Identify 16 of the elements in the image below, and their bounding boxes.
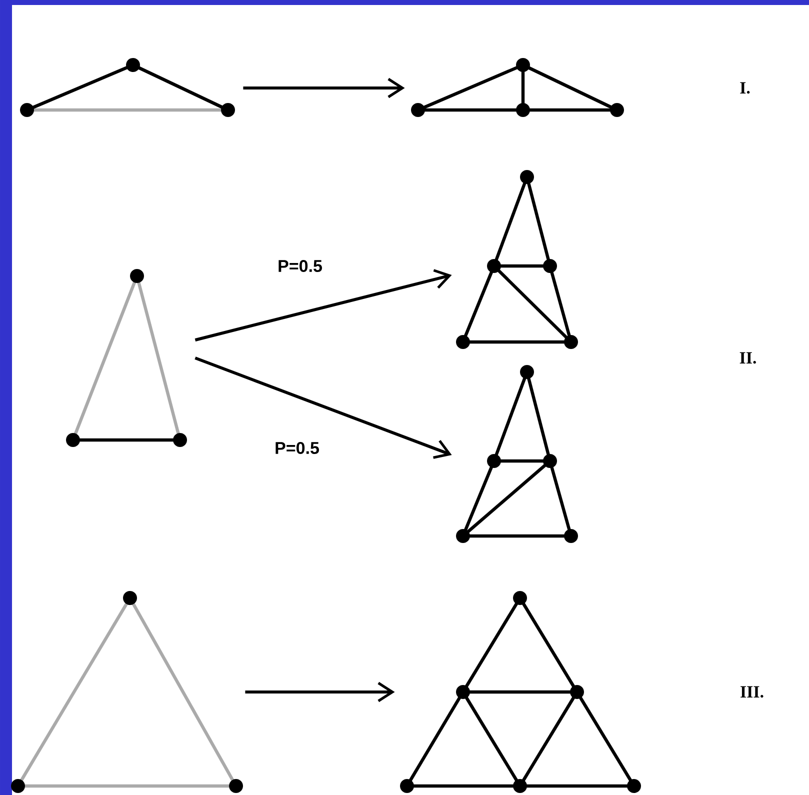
mesh-drawing bbox=[400, 591, 641, 793]
arrow bbox=[245, 682, 395, 702]
mesh-drawing bbox=[456, 365, 578, 543]
mesh-drawing bbox=[456, 170, 578, 349]
arrow bbox=[243, 78, 405, 98]
edge-label: P=0.5 bbox=[274, 440, 320, 456]
section-numeral: III. bbox=[740, 686, 764, 698]
mesh-drawing bbox=[411, 58, 624, 117]
arrow bbox=[194, 269, 452, 342]
section-numeral: I. bbox=[740, 82, 750, 94]
mesh-drawing bbox=[11, 591, 243, 793]
arrow bbox=[194, 356, 452, 459]
mesh-drawing bbox=[20, 58, 235, 117]
edge-label: P=0.5 bbox=[276, 258, 324, 274]
section-numeral: II. bbox=[740, 352, 756, 364]
mesh-drawing bbox=[66, 269, 187, 447]
